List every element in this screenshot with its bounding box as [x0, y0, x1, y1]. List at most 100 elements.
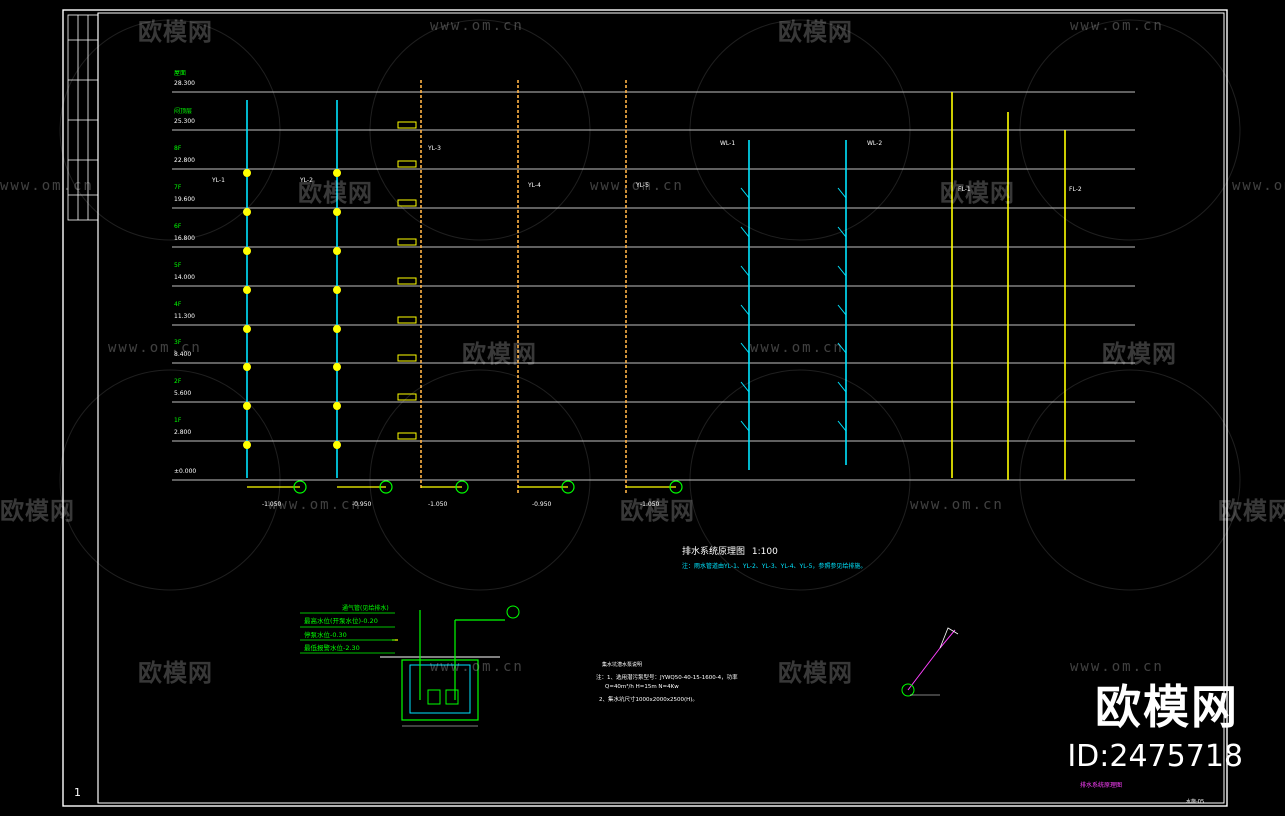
floor-drain-node: [243, 325, 251, 333]
branch-pipe: [740, 265, 750, 277]
pipe-tag: YL-1: [212, 177, 225, 184]
inspection-well: [293, 480, 307, 494]
inspection-well: [561, 480, 575, 494]
fixture-symbol: [397, 316, 417, 324]
fixture-symbol: [397, 432, 417, 440]
branch-pipe: [740, 304, 750, 316]
watermark-url: www.om.cn: [430, 18, 524, 34]
fixture-symbol: [397, 354, 417, 362]
sump-label-4: 最低报警水位-2.30: [304, 644, 360, 652]
watermark-url: www.om.cn: [1070, 659, 1164, 675]
watermark-brand: 欧模网: [778, 659, 853, 687]
watermark-arcs: [59, 19, 1241, 591]
level-name: 屋面: [174, 70, 187, 77]
title-text: 排水系统原理图: [682, 547, 746, 557]
pump-note-line-1: 注：1、选用潜污泵型号：JYWQ50-40-15-1600-4，功率: [596, 675, 738, 681]
branch-pipe: [740, 187, 750, 199]
branch-pipe: [740, 226, 750, 238]
outlet-elevation: -1.050: [262, 501, 282, 508]
watermark-url: www.om.cn: [108, 340, 202, 356]
sump-label-1: 通气管(见给排水): [342, 605, 389, 612]
watermark-brand: 欧模网: [620, 497, 695, 525]
level-elevation: 2.800: [174, 429, 192, 436]
pump-note-line-2: Q=40m³/h H=15m N=4Kw: [605, 684, 679, 690]
fixture-symbol: [397, 121, 417, 129]
watermark-url: www.om.cn: [1070, 18, 1164, 34]
floor-drain-node: [243, 247, 251, 255]
level-name: 5F: [174, 262, 182, 269]
outlet-elevation: -0.950: [352, 501, 372, 508]
watermark-brand: 欧模网: [940, 179, 1015, 207]
level-elevation: 5.600: [174, 390, 192, 397]
pipe-tag: WL-2: [867, 140, 883, 147]
level-name: 2F: [174, 378, 182, 385]
level-elevation: 25.300: [174, 118, 195, 125]
floor-drain-node: [333, 402, 341, 410]
level-elevation: 16.800: [174, 235, 195, 242]
watermark-url: www.om.cn: [268, 497, 362, 513]
sheet-code: 水施-05: [1186, 799, 1205, 805]
level-elevation: 19.600: [174, 196, 195, 203]
branch-pipe: [837, 226, 847, 238]
floor-drain-node: [333, 247, 341, 255]
pipe-tag: YL-4: [528, 182, 541, 189]
level-name: 7F: [174, 184, 182, 191]
floor-drain-node: [243, 169, 251, 177]
watermark-brand: 欧模网: [0, 497, 75, 525]
level-name: 1F: [174, 417, 182, 424]
level-elevation: ±0.000: [174, 468, 197, 475]
floor-drain-node: [243, 402, 251, 410]
level-name: 4F: [174, 301, 182, 308]
page-number: 1: [74, 786, 81, 799]
fixture-symbol: [397, 393, 417, 401]
level-elevation: 11.300: [174, 313, 195, 320]
level-elevation: 28.300: [174, 80, 195, 87]
watermark-url: www.om.cn: [910, 497, 1004, 513]
level-elevation: 8.400: [174, 351, 192, 358]
level-name: 6F: [174, 223, 182, 230]
outlet-detail: [901, 627, 959, 697]
sheet-label: 排水系统原理图: [1080, 782, 1123, 789]
floor-drain-node: [333, 169, 341, 177]
outer-frame: [62, 9, 1228, 807]
watermark-url: www.om.cn: [590, 178, 684, 194]
sump-pit-detail: [300, 605, 520, 727]
drain-risers: [243, 80, 1066, 495]
branch-pipe: [740, 420, 750, 432]
branch-pipe: [837, 265, 847, 277]
watermark-brand: 欧模网: [1102, 340, 1177, 368]
sump-label-2: 最高水位(开泵水位)-0.20: [304, 617, 378, 625]
branch-pipe: [837, 304, 847, 316]
floor-drain-node: [333, 325, 341, 333]
watermark-brand: 欧模网: [778, 18, 853, 46]
watermark-url: www.om.cn: [750, 340, 844, 356]
floor-drain-node: [333, 441, 341, 449]
watermark-brand: 欧模网: [298, 179, 373, 207]
inspection-well: [455, 480, 469, 494]
watermark-url: www.om.cn: [0, 178, 94, 194]
pipe-tag: FL-1: [958, 186, 971, 193]
outlet-elevation: -1.050: [428, 501, 448, 508]
pipe-tag: WL-1: [720, 140, 736, 147]
outlet-elevation: -0.950: [532, 501, 552, 508]
scale-text: 1:100: [751, 547, 778, 557]
watermark-url: www.om.cn: [1232, 178, 1285, 194]
watermark-url: www.om.cn: [430, 659, 524, 675]
outlet-elevation: -1.050: [640, 501, 660, 508]
pump-note-line-3: 2、集水坑尺寸1000x2000x2500(H)。: [599, 697, 698, 703]
branch-pipe: [837, 381, 847, 393]
revision-block: [67, 14, 99, 221]
watermark-brand: 欧模网: [138, 18, 213, 46]
level-name: 闷顶层: [174, 108, 193, 115]
floor-drain-node: [333, 286, 341, 294]
level-elevation: 22.800: [174, 157, 195, 164]
fixture-symbol: [397, 238, 417, 246]
branch-pipe: [837, 187, 847, 199]
floor-drain-node: [243, 363, 251, 371]
pipe-tag: FL-2: [1069, 186, 1082, 193]
drawing-title: 排水系统原理图 1:100: [682, 544, 778, 557]
watermark-brand: 欧模网: [462, 340, 537, 368]
branch-pipe: [740, 342, 750, 354]
watermark-brand: 欧模网: [138, 659, 213, 687]
